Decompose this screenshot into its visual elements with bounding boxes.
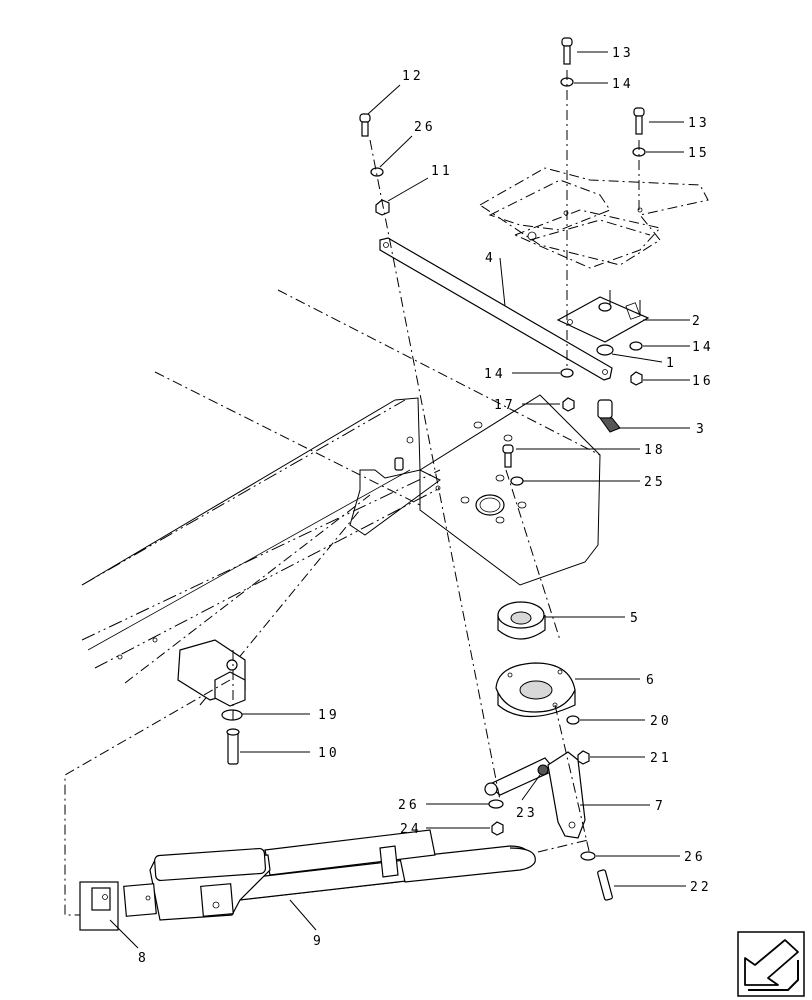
callout-26: 26	[684, 850, 706, 865]
lever-arm-7	[484, 751, 586, 839]
pivot-hole	[460, 421, 527, 524]
callout-20: 20	[650, 714, 672, 729]
callout-4: 4	[485, 251, 496, 266]
washer-20	[566, 715, 580, 725]
callout-13: 13	[612, 46, 634, 61]
callout-18: 18	[644, 443, 666, 458]
mount-bracket-assembly	[479, 167, 709, 269]
callout-8: 8	[138, 951, 149, 966]
callout-25: 25	[644, 475, 666, 490]
callout-12: 12	[402, 69, 424, 84]
washer-14c	[560, 368, 574, 378]
washer-19	[221, 709, 243, 721]
linear-actuator-9	[123, 829, 536, 921]
callout-3: 3	[696, 422, 707, 437]
callout-14: 14	[692, 340, 714, 355]
callout-26: 26	[398, 798, 420, 813]
frame-outline	[81, 289, 601, 706]
callout-2: 2	[692, 314, 703, 329]
callout-26: 26	[414, 120, 436, 135]
callout-14: 14	[612, 77, 634, 92]
next-page-arrow-icon[interactable]	[737, 931, 805, 997]
bearing-5	[497, 601, 546, 640]
bolt-12	[359, 113, 371, 137]
callout-23: 23	[516, 806, 538, 821]
pin-10	[226, 728, 240, 765]
washer-25	[510, 476, 524, 486]
callout-9: 9	[313, 934, 324, 949]
link-bar	[379, 237, 613, 381]
callout-7: 7	[655, 799, 666, 814]
callout-10: 10	[318, 746, 340, 761]
callout-24: 24	[400, 822, 422, 837]
leader-lines	[109, 51, 690, 949]
bolt-22	[597, 869, 613, 901]
nut-16	[630, 371, 643, 386]
callout-19: 19	[318, 708, 340, 723]
callout-1: 1	[666, 356, 677, 371]
callout-5: 5	[630, 611, 641, 626]
bolt-13a	[561, 37, 573, 65]
callout-14: 14	[484, 367, 506, 382]
callout-6: 6	[646, 673, 657, 688]
housing-6	[495, 662, 576, 718]
callout-11: 11	[431, 164, 453, 179]
bushing-1	[596, 344, 614, 356]
callout-13: 13	[688, 116, 710, 131]
washer-14b	[629, 341, 643, 351]
nut-24	[491, 821, 504, 836]
callout-15: 15	[688, 146, 710, 161]
nut-17	[562, 397, 575, 412]
mount-plate	[556, 290, 650, 343]
callout-21: 21	[650, 751, 672, 766]
callout-17: 17	[494, 398, 516, 413]
bracket-pin-assembly	[177, 639, 246, 707]
bolt-13b	[633, 107, 645, 135]
assembly-centerlines	[64, 70, 640, 916]
knob-3	[597, 399, 621, 433]
callout-22: 22	[690, 880, 712, 895]
nut-21	[577, 750, 590, 765]
washer-26b	[488, 799, 504, 809]
bolt-18	[502, 444, 514, 468]
washer-26a	[370, 167, 384, 177]
callout-labels: 13 14 13 15 12 26 11 4 2 14 1 16 14 17 3…	[138, 46, 714, 966]
callout-16: 16	[692, 374, 714, 389]
washer-26c	[580, 851, 596, 861]
